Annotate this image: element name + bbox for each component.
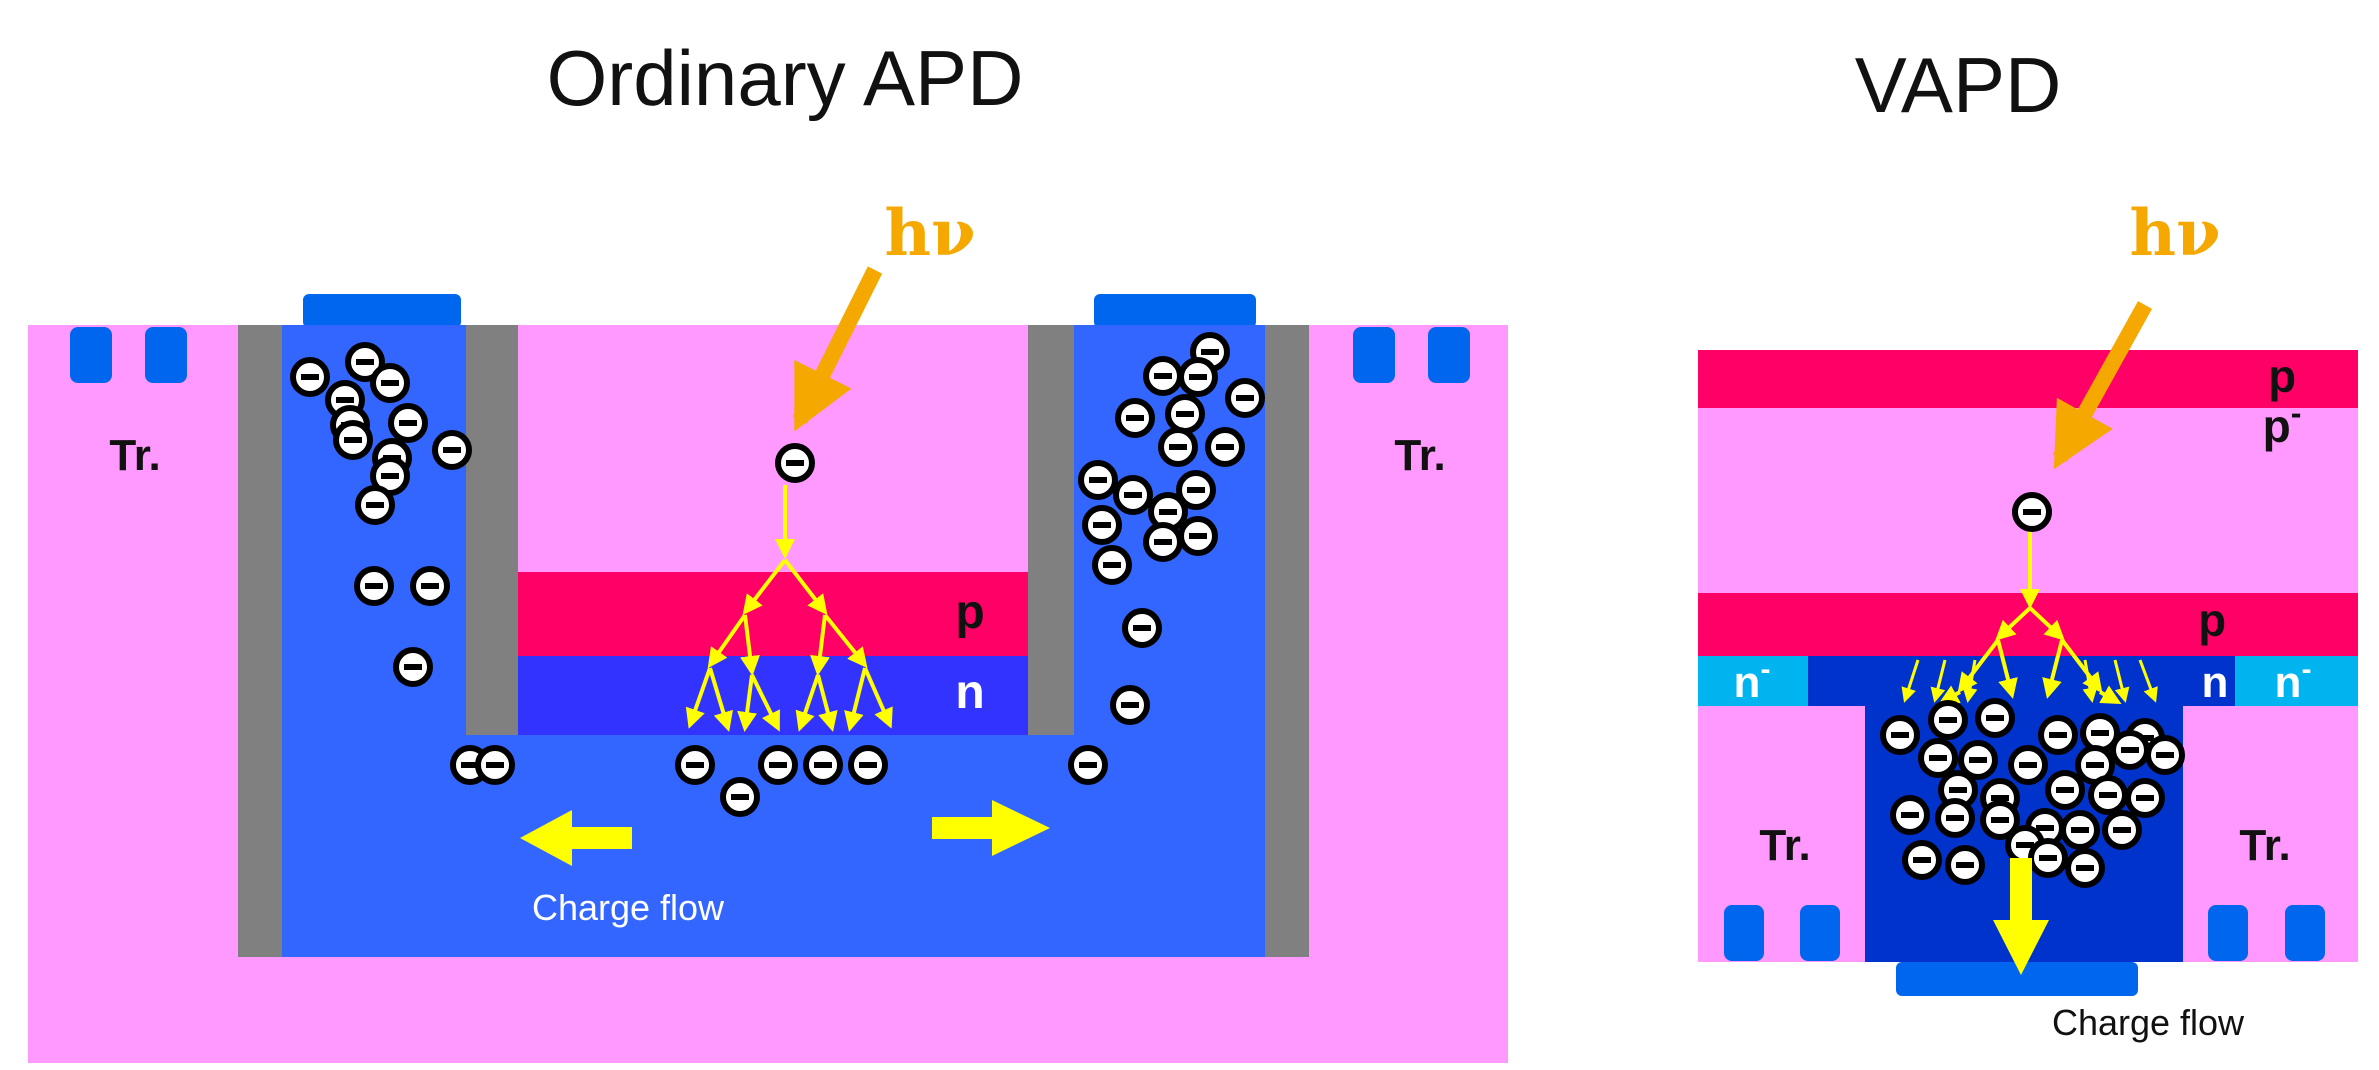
left-charge-flow-label: Charge flow: [532, 887, 725, 928]
right-n-minus-right-superscript: -: [2301, 653, 2311, 686]
left-p-label: p: [955, 586, 984, 639]
right-gate-3: [2208, 905, 2248, 961]
left-tr-label-right: Tr.: [1394, 431, 1445, 480]
right-p-mid-label: p: [2198, 594, 2226, 646]
left-n-label: n: [955, 666, 984, 719]
left-photon-arrow: [792, 266, 883, 432]
left-tr-label-left: Tr.: [109, 431, 160, 480]
right-charge-flow-arrow: [1993, 858, 2049, 975]
title-vapd: VAPD: [1855, 41, 2062, 129]
right-n-minus-left: [1698, 656, 1808, 706]
left-wall-inner-right: [1028, 325, 1074, 740]
left-gate-4: [1428, 327, 1470, 383]
left-p-layer: [518, 572, 1028, 656]
left-top-contact-left: [303, 294, 461, 328]
right-n-minus-left-base: n: [1734, 658, 1761, 707]
right-bottom-contact: [1896, 962, 2138, 996]
right-photon-label: hν: [2130, 196, 2221, 271]
right-p-minus-superscript: -: [2291, 395, 2302, 431]
left-wall-outer-right: [1265, 325, 1309, 957]
vapd-structure: p p- p n- n n- Tr. Tr. hν: [1698, 196, 2358, 1043]
left-wall-outer-left: [238, 325, 282, 957]
left-charge-flow-arrow-right: [932, 800, 1050, 856]
title-ordinary-apd: Ordinary APD: [547, 34, 1024, 122]
right-p-top-layer: [1698, 350, 2358, 408]
right-n-minus-left-label: n-: [1734, 653, 1771, 707]
left-gate-3: [1353, 327, 1395, 383]
left-top-contact-right: [1094, 294, 1256, 328]
right-tr-label-left: Tr.: [1759, 821, 1810, 870]
right-photon-arrow: [2053, 301, 2152, 470]
right-n-label: n: [2202, 658, 2229, 707]
right-tr-label-right: Tr.: [2239, 821, 2290, 870]
right-gate-2: [1800, 905, 1840, 961]
right-n-minus-left-superscript: -: [1760, 653, 1770, 686]
right-p-minus-base: p: [2263, 400, 2291, 452]
right-gate-4: [2285, 905, 2325, 961]
right-avalanche-arrows-lower: [1901, 659, 2158, 703]
right-n-minus-right-base: n: [2275, 658, 2302, 707]
right-charge-flow-label: Charge flow: [2052, 1002, 2245, 1043]
left-wall-inner-left: [466, 325, 518, 735]
right-gate-1: [1724, 905, 1764, 961]
left-n-layer: [518, 656, 1028, 735]
right-n-minus-right: [2235, 656, 2358, 706]
left-gate-1: [70, 327, 112, 383]
right-p-minus-label: p-: [2263, 395, 2302, 452]
left-photon-label: hν: [885, 196, 976, 271]
left-avalanche-arrows: [685, 485, 893, 732]
left-gate-2: [145, 327, 187, 383]
ordinary-apd-structure: Tr. Tr. p n Charge flow hν: [28, 196, 1508, 1063]
right-n-minus-right-label: n-: [2275, 653, 2312, 707]
left-charge-flow-arrow-left: [520, 810, 632, 866]
right-p-top-label: p: [2268, 350, 2296, 402]
